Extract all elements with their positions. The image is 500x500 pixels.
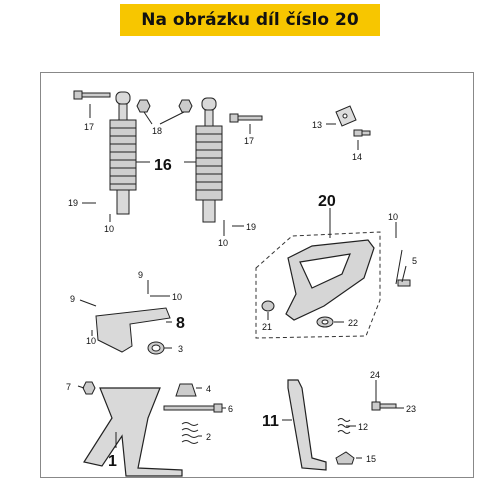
label-23: 23	[406, 404, 416, 414]
label-18: 18	[152, 126, 162, 136]
label-22: 22	[348, 318, 358, 328]
nuts-18[interactable]	[136, 99, 193, 113]
part-5[interactable]	[395, 249, 411, 287]
label-17-left: 17	[84, 122, 94, 132]
label-10-d: 10	[172, 292, 182, 302]
label-21: 21	[262, 322, 272, 332]
label-4: 4	[206, 384, 211, 394]
side-stand-11[interactable]	[287, 379, 327, 471]
diagram-frame	[40, 72, 474, 478]
label-24: 24	[370, 370, 380, 380]
label-10-c: 10	[388, 212, 398, 222]
bolt-17-left[interactable]	[73, 90, 111, 100]
part-20-carrier[interactable]	[285, 239, 375, 321]
bolt-14[interactable]	[353, 129, 371, 137]
bolt-17-right[interactable]	[229, 113, 263, 123]
label-20: 20	[318, 193, 336, 210]
bracket-13[interactable]	[335, 105, 357, 127]
label-8: 8	[176, 315, 185, 332]
spring-2[interactable]	[181, 422, 199, 444]
label-5: 5	[412, 256, 417, 266]
label-10-b: 10	[218, 238, 228, 248]
label-1: 1	[108, 453, 117, 470]
label-12: 12	[358, 422, 368, 432]
center-stand-1[interactable]	[83, 387, 183, 477]
label-19-left: 19	[68, 198, 78, 208]
bolt-6[interactable]	[163, 403, 223, 413]
label-6: 6	[228, 404, 233, 414]
stopper-4[interactable]	[175, 383, 197, 397]
label-9-left: 9	[70, 294, 75, 304]
header-banner: Na obrázku díl číslo 20	[120, 4, 380, 36]
label-3: 3	[178, 344, 183, 354]
spring-12[interactable]	[337, 418, 351, 434]
label-7: 7	[66, 382, 71, 392]
label-15: 15	[366, 454, 376, 464]
label-17-right: 17	[244, 136, 254, 146]
part-21[interactable]	[261, 300, 275, 312]
part-15[interactable]	[335, 451, 355, 465]
part-3[interactable]	[147, 341, 165, 355]
label-11: 11	[262, 413, 279, 430]
label-14: 14	[352, 152, 362, 162]
part-22[interactable]	[316, 316, 334, 328]
shock-absorber-left[interactable]	[109, 91, 137, 215]
label-10-a: 10	[104, 224, 114, 234]
shock-absorber-right[interactable]	[195, 97, 223, 223]
label-2: 2	[206, 432, 211, 442]
leader-lines	[77, 104, 407, 459]
header-title: Na obrázku díl číslo 20	[141, 10, 359, 30]
label-19-right: 19	[246, 222, 256, 232]
label-10-e: 10	[86, 336, 96, 346]
bolt-23-24[interactable]	[371, 401, 397, 411]
label-16: 16	[154, 157, 172, 174]
bracket-8[interactable]	[95, 307, 171, 353]
label-13: 13	[312, 120, 322, 130]
nut-7[interactable]	[82, 381, 96, 395]
label-9-top: 9	[138, 270, 143, 280]
part-20-dashed-outline	[255, 231, 381, 339]
